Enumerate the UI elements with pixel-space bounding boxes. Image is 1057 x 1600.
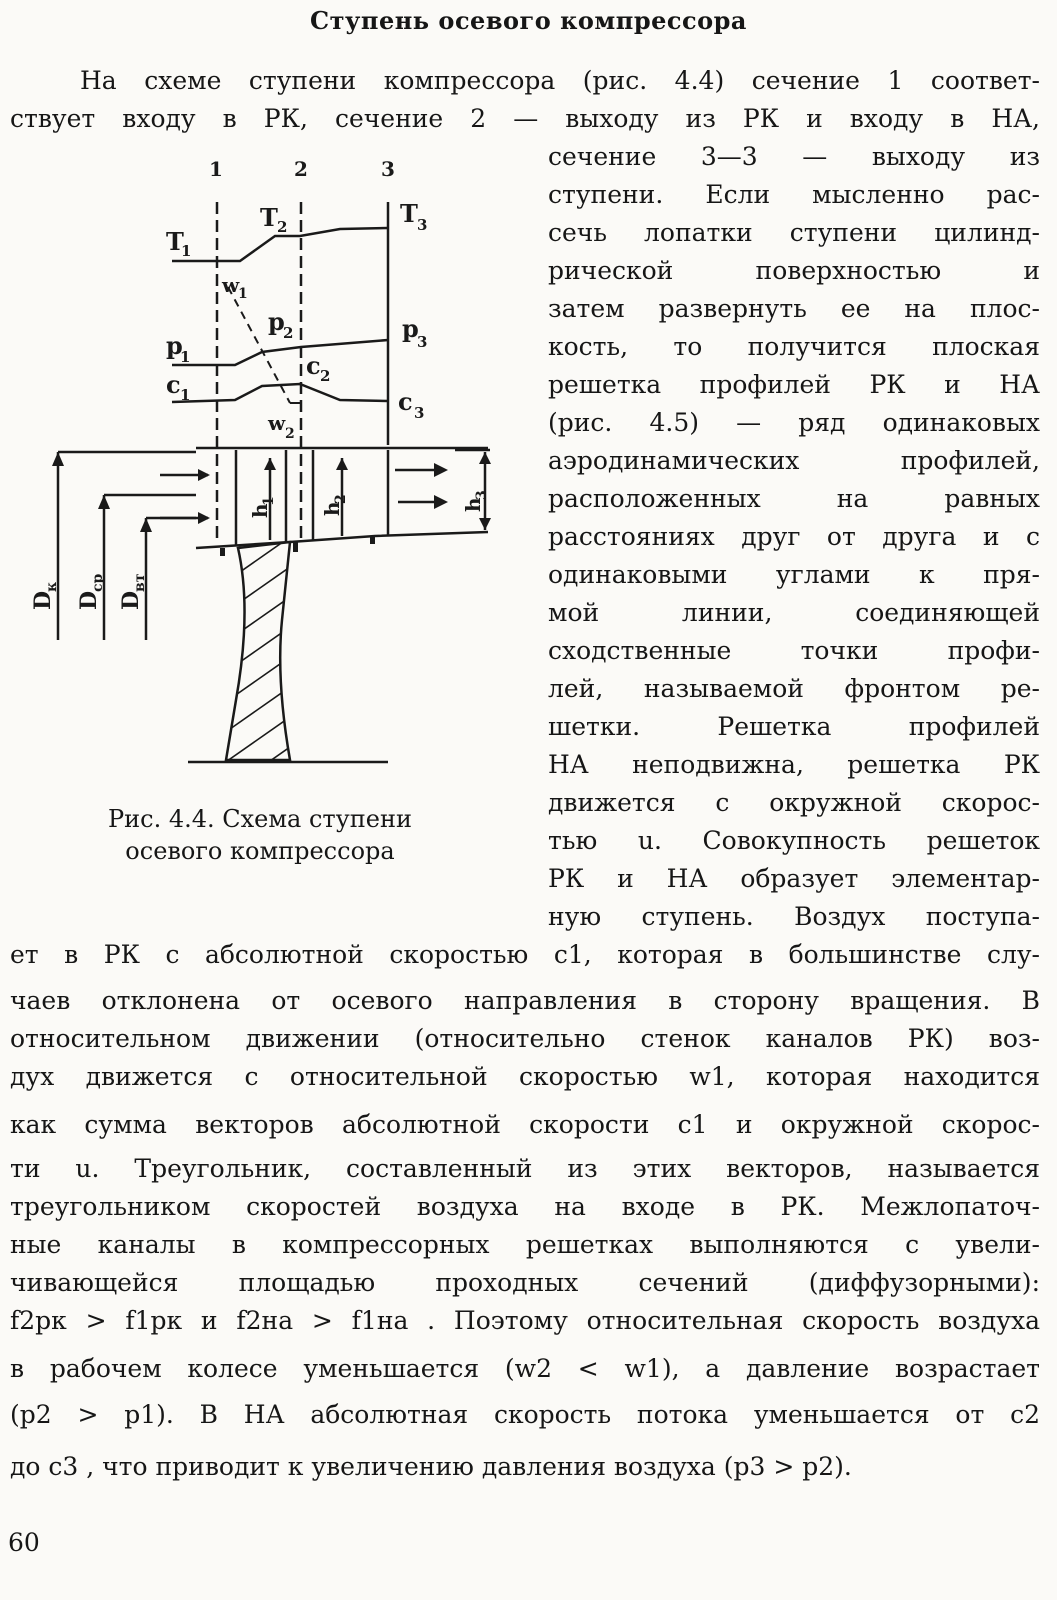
svg-text:2: 2 xyxy=(320,367,330,385)
svg-text:2: 2 xyxy=(333,494,349,504)
text-line: одинаковыми углами к пря- xyxy=(548,560,1040,589)
svg-text:2: 2 xyxy=(277,218,287,236)
text-line: (p2 > p1). В НА абсолютная скорость пото… xyxy=(10,1400,1040,1429)
svg-text:p: p xyxy=(402,314,419,343)
svg-text:h: h xyxy=(248,503,272,518)
svg-text:3: 3 xyxy=(417,216,427,234)
text-line: чаев отклонена от осевого направления в … xyxy=(10,986,1040,1015)
svg-text:D: D xyxy=(118,591,144,610)
text-line: сходственные точки профи- xyxy=(548,636,1040,665)
svg-text:1: 1 xyxy=(180,386,190,404)
text-line: в рабочем колесе уменьшается (w2 < w1), … xyxy=(10,1354,1040,1383)
text-line: движется с окружной скорос- xyxy=(548,788,1040,817)
svg-text:T: T xyxy=(166,227,184,256)
svg-text:h: h xyxy=(461,497,485,512)
svg-text:h: h xyxy=(320,501,344,516)
text-line: НА неподвижна, решетка РК xyxy=(548,750,1040,779)
svg-text:3: 3 xyxy=(417,333,427,351)
text-line: На схеме ступени компрессора (рис. 4.4) … xyxy=(80,66,1040,95)
text-line: расположенных на равных xyxy=(548,484,1040,513)
svg-text:w: w xyxy=(267,411,286,435)
svg-text:T: T xyxy=(400,199,418,228)
text-line: сечь лопатки ступени цилинд- xyxy=(548,218,1040,247)
svg-text:c: c xyxy=(166,370,181,399)
text-line: шетки. Решетка профилей xyxy=(548,712,1040,741)
svg-text:T: T xyxy=(260,203,278,232)
text-line: затем развернуть ее на плос- xyxy=(548,294,1040,323)
svg-text:1: 1 xyxy=(181,242,191,260)
section-label-2: 2 xyxy=(294,157,308,181)
text-line: (рис. 4.5) — ряд одинаковых xyxy=(548,408,1040,437)
text-line: мой линии, соединяющей xyxy=(548,598,1040,627)
text-line: ступени. Если мысленно рас- xyxy=(548,180,1040,209)
svg-text:c: c xyxy=(306,351,321,380)
text-line: как сумма векторов абсолютной скорости c… xyxy=(10,1110,1040,1139)
text-line: ствует входу в РК, сечение 2 — выходу из… xyxy=(10,104,1040,133)
text-line: решетка профилей РК и НА xyxy=(548,370,1040,399)
svg-text:1: 1 xyxy=(238,286,248,302)
figure-caption-line-1: Рис. 4.4. Схема ступени xyxy=(107,805,412,833)
svg-text:2: 2 xyxy=(283,324,293,342)
text-line: относительном движении (относительно сте… xyxy=(10,1024,1040,1053)
svg-text:к: к xyxy=(44,582,60,592)
svg-text:ср: ср xyxy=(90,573,106,592)
text-line: ти u. Треугольник, составленный из этих … xyxy=(10,1154,1040,1183)
text-line: расстояниях друг от друга и с xyxy=(548,522,1040,551)
svg-text:3: 3 xyxy=(414,404,424,422)
text-line: сечение 3—3 — выходу из xyxy=(548,142,1040,171)
svg-text:2: 2 xyxy=(285,426,295,442)
svg-text:3: 3 xyxy=(474,490,490,500)
svg-text:p: p xyxy=(268,307,285,336)
text-line: чивающейся площадью проходных сечений (д… xyxy=(10,1268,1040,1297)
section-label-3: 3 xyxy=(381,157,395,181)
svg-text:D: D xyxy=(30,591,56,610)
text-line: ную ступень. Воздух поступа- xyxy=(548,902,1040,931)
section-title: Ступень осевого компрессора xyxy=(310,6,747,35)
text-line: дух движется с относительной скоростью w… xyxy=(10,1062,1040,1091)
section-label-1: 1 xyxy=(209,157,223,181)
text-line: кость, то получится плоская xyxy=(548,332,1040,361)
figure-caption-line-2: осевого компрессора xyxy=(125,837,395,865)
text-line: f2рк > f1рк и f2на > f1на . Поэтому отно… xyxy=(10,1306,1040,1335)
text-line: РК и НА образует элементар- xyxy=(548,864,1040,893)
svg-text:w: w xyxy=(221,273,240,297)
text-line: тью u. Совокупность решеток xyxy=(548,826,1040,855)
text-line: рической поверхностью и xyxy=(548,256,1040,285)
svg-text:вт: вт xyxy=(132,573,148,592)
text-line: лей, называемой фронтом ре- xyxy=(548,674,1040,703)
svg-text:1: 1 xyxy=(261,496,277,506)
page-number: 60 xyxy=(8,1528,40,1557)
svg-text:p: p xyxy=(166,331,183,360)
text-line: до c3 , что приводит к увеличению давлен… xyxy=(10,1452,852,1481)
text-line: аэродинамических профилей, xyxy=(548,446,1040,475)
svg-text:c: c xyxy=(398,387,413,416)
svg-text:1: 1 xyxy=(180,348,190,366)
text-line: ет в РК с абсолютной скоростью c1, котор… xyxy=(10,940,1040,969)
compressor-stage-diagram: 1 2 3 T 1 T 2 T 3 p 1 p 2 p 3 c 1 c 2 c … xyxy=(30,157,491,764)
svg-text:D: D xyxy=(76,591,102,610)
text-line: ные каналы в компрессорных решетках выпо… xyxy=(10,1230,1040,1259)
text-line: треугольником скоростей воздуха на входе… xyxy=(10,1192,1040,1221)
